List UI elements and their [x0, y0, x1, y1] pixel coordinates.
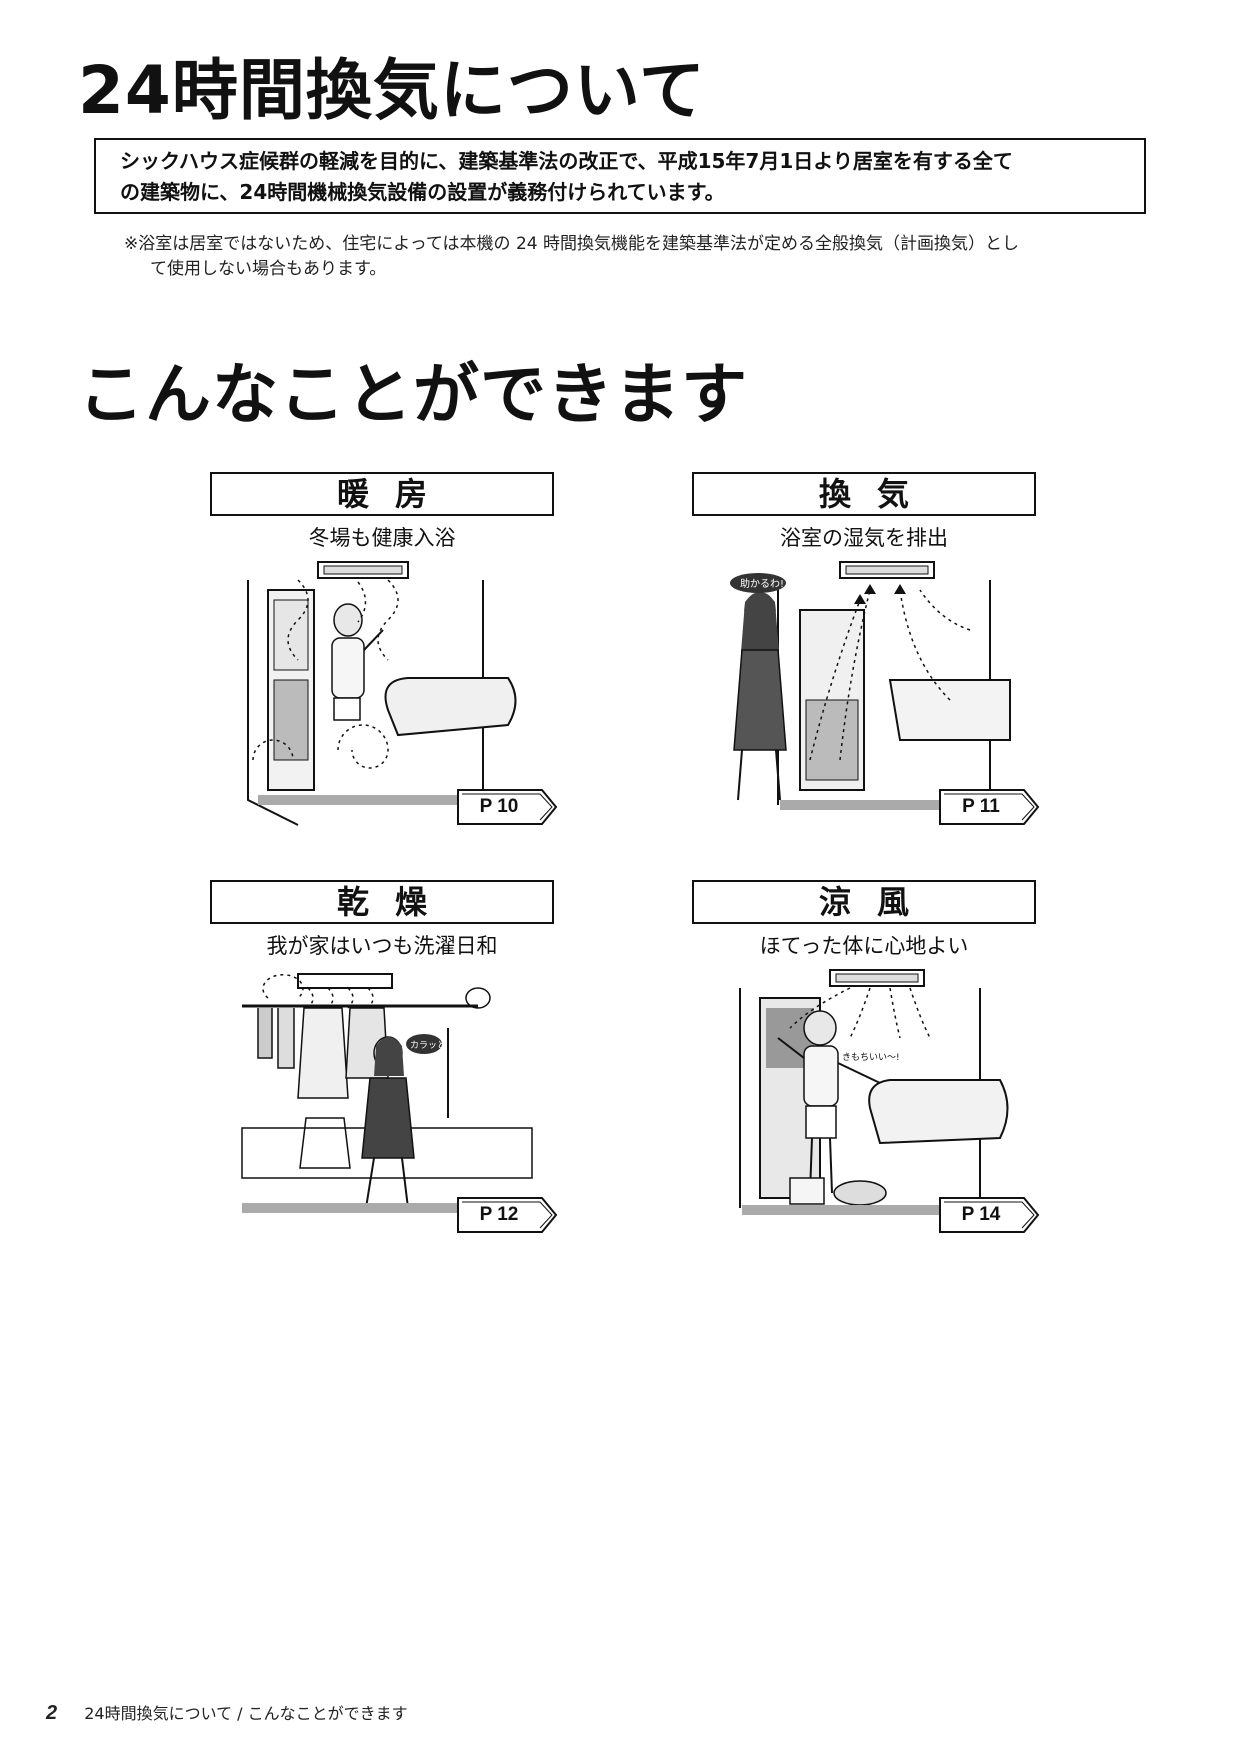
feature-heading: 換気	[692, 472, 1036, 516]
feature-subtitle: 浴室の湿気を排出	[780, 526, 948, 550]
page-ref-label: P 11	[962, 796, 1000, 817]
feature-subtitle: 冬場も健康入浴	[308, 526, 456, 550]
feature-cool-breeze: 涼風 ほてった体に心地よい きもちいい〜! P 14	[680, 880, 1170, 1240]
speech-bubble-text: 助かるわ!	[740, 577, 784, 590]
page-ref-label: P 10	[479, 796, 519, 817]
page-ref-label: P 12	[479, 1204, 519, 1225]
speech-bubble-text: カラッと!	[410, 1040, 450, 1051]
footnote-line: て使用しない場合もあります。	[150, 259, 387, 279]
page-ref-button[interactable]: P 14	[938, 1196, 1040, 1234]
page-ref-button[interactable]: P 11	[938, 788, 1040, 826]
page-arrow-icon	[457, 789, 558, 825]
feature-ventilation: 換気 浴室の湿気を排出 助かるわ! P 11	[680, 472, 1170, 832]
page-ref-label: P 14	[961, 1204, 1001, 1225]
footnote-line: ※浴室は居室ではないため、住宅によっては本機の 24 時間換気機能を建築基準法が…	[124, 234, 1019, 254]
page-ref-button[interactable]: P 12	[456, 1196, 558, 1234]
feature-subtitle: 我が家はいつも洗濯日和	[266, 934, 498, 958]
notice-box: シックハウス症候群の軽減を目的に、建築基準法の改正で、平成15年7月1日より居室…	[94, 138, 1146, 214]
feature-subtitle: ほてった体に心地よい	[759, 934, 969, 958]
footer-breadcrumb: 24時間換気について / こんなことができます	[84, 1704, 408, 1723]
page-arrow-icon	[939, 789, 1040, 825]
feature-heating: 暖房 冬場も健康入浴 P 10	[198, 472, 688, 832]
notice-line: の建築物に、24時間機械換気設備の設置が義務付けられています。	[120, 180, 725, 204]
bathroom-drying-illustration: カラッと!	[241, 973, 533, 1213]
bathroom-cool-breeze-illustration: きもちいい〜!	[739, 969, 1009, 1215]
bathroom-heating-illustration	[247, 561, 517, 826]
page-arrow-icon	[457, 1197, 558, 1233]
page-footer: 2 24時間換気について / こんなことができます	[46, 1700, 408, 1725]
page-number: 2	[46, 1702, 58, 1724]
section-title-24h-ventilation: 24時間換気について	[78, 52, 706, 129]
footnote: ※浴室は居室ではないため、住宅によっては本機の 24 時間換気機能を建築基準法が…	[124, 232, 1184, 282]
section-title-features: こんなことができます	[78, 356, 748, 433]
feature-heading: 涼風	[692, 880, 1036, 924]
page-arrow-icon	[939, 1197, 1040, 1233]
feature-heading: 乾燥	[210, 880, 554, 924]
notice-line: シックハウス症候群の軽減を目的に、建築基準法の改正で、平成15年7月1日より居室…	[120, 149, 1013, 173]
speech-text: きもちいい〜!	[842, 1052, 900, 1063]
feature-drying: 乾燥 我が家はいつも洗濯日和 カラッと! P 12	[198, 880, 688, 1240]
page-ref-button[interactable]: P 10	[456, 788, 558, 826]
feature-heading: 暖房	[210, 472, 554, 516]
